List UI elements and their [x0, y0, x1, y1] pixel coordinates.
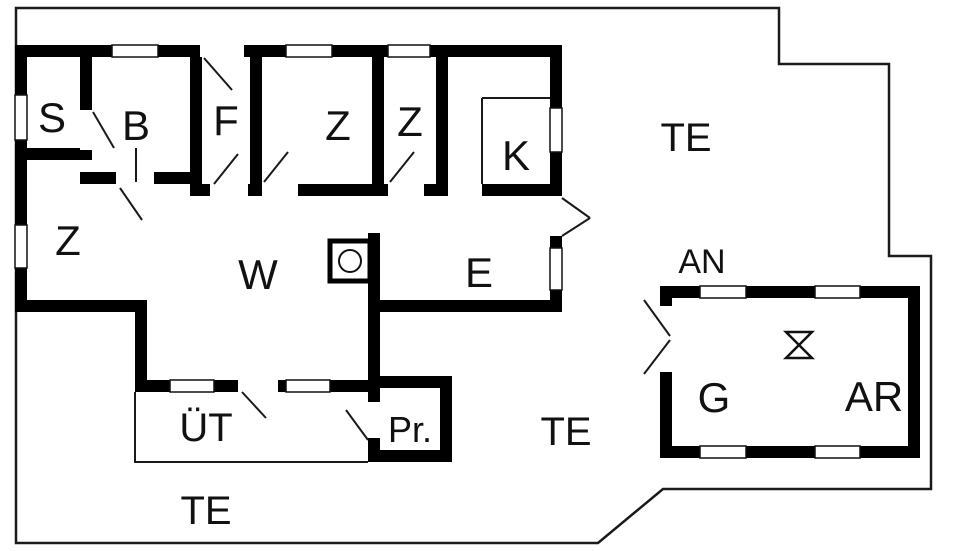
- garage-walls: [660, 286, 920, 458]
- room-label-f: F: [213, 97, 239, 144]
- chimney-icon: [327, 238, 373, 284]
- room-label-ar: AR: [845, 373, 903, 420]
- door-swing-lines: [92, 57, 671, 441]
- plot-boundary-line: [14, 6, 933, 545]
- plot-boundary: [14, 6, 933, 545]
- room-label-uet: ÜT: [179, 406, 232, 450]
- room-label-k: K: [502, 132, 530, 179]
- area-label-te-mid: TE: [540, 410, 591, 454]
- house-walls: [15, 45, 562, 392]
- pantry-walls: [368, 376, 452, 462]
- area-labels: TE TE TE AN: [180, 116, 725, 533]
- room-label-z1: Z: [325, 102, 351, 149]
- room-label-g: G: [698, 374, 731, 421]
- covered-terrace-outline: [134, 392, 368, 463]
- room-label-z3: Z: [55, 217, 81, 264]
- room-label-e: E: [465, 249, 493, 296]
- room-label-b: B: [122, 102, 150, 149]
- hourglass-icon: [782, 330, 816, 360]
- room-label-s: S: [38, 94, 66, 141]
- room-label-z2: Z: [397, 98, 423, 145]
- room-label-pr: Pr.: [388, 409, 432, 450]
- area-label-te-bottom: TE: [180, 489, 231, 533]
- room-label-w: W: [238, 251, 278, 298]
- area-label-te-top: TE: [660, 116, 711, 160]
- area-label-an: AN: [678, 243, 725, 281]
- windows: [14, 44, 861, 459]
- room-labels: S B F Z Z K Z W E G AR Pr. ÜT: [38, 94, 903, 450]
- kitchen-divider-line: [481, 97, 550, 184]
